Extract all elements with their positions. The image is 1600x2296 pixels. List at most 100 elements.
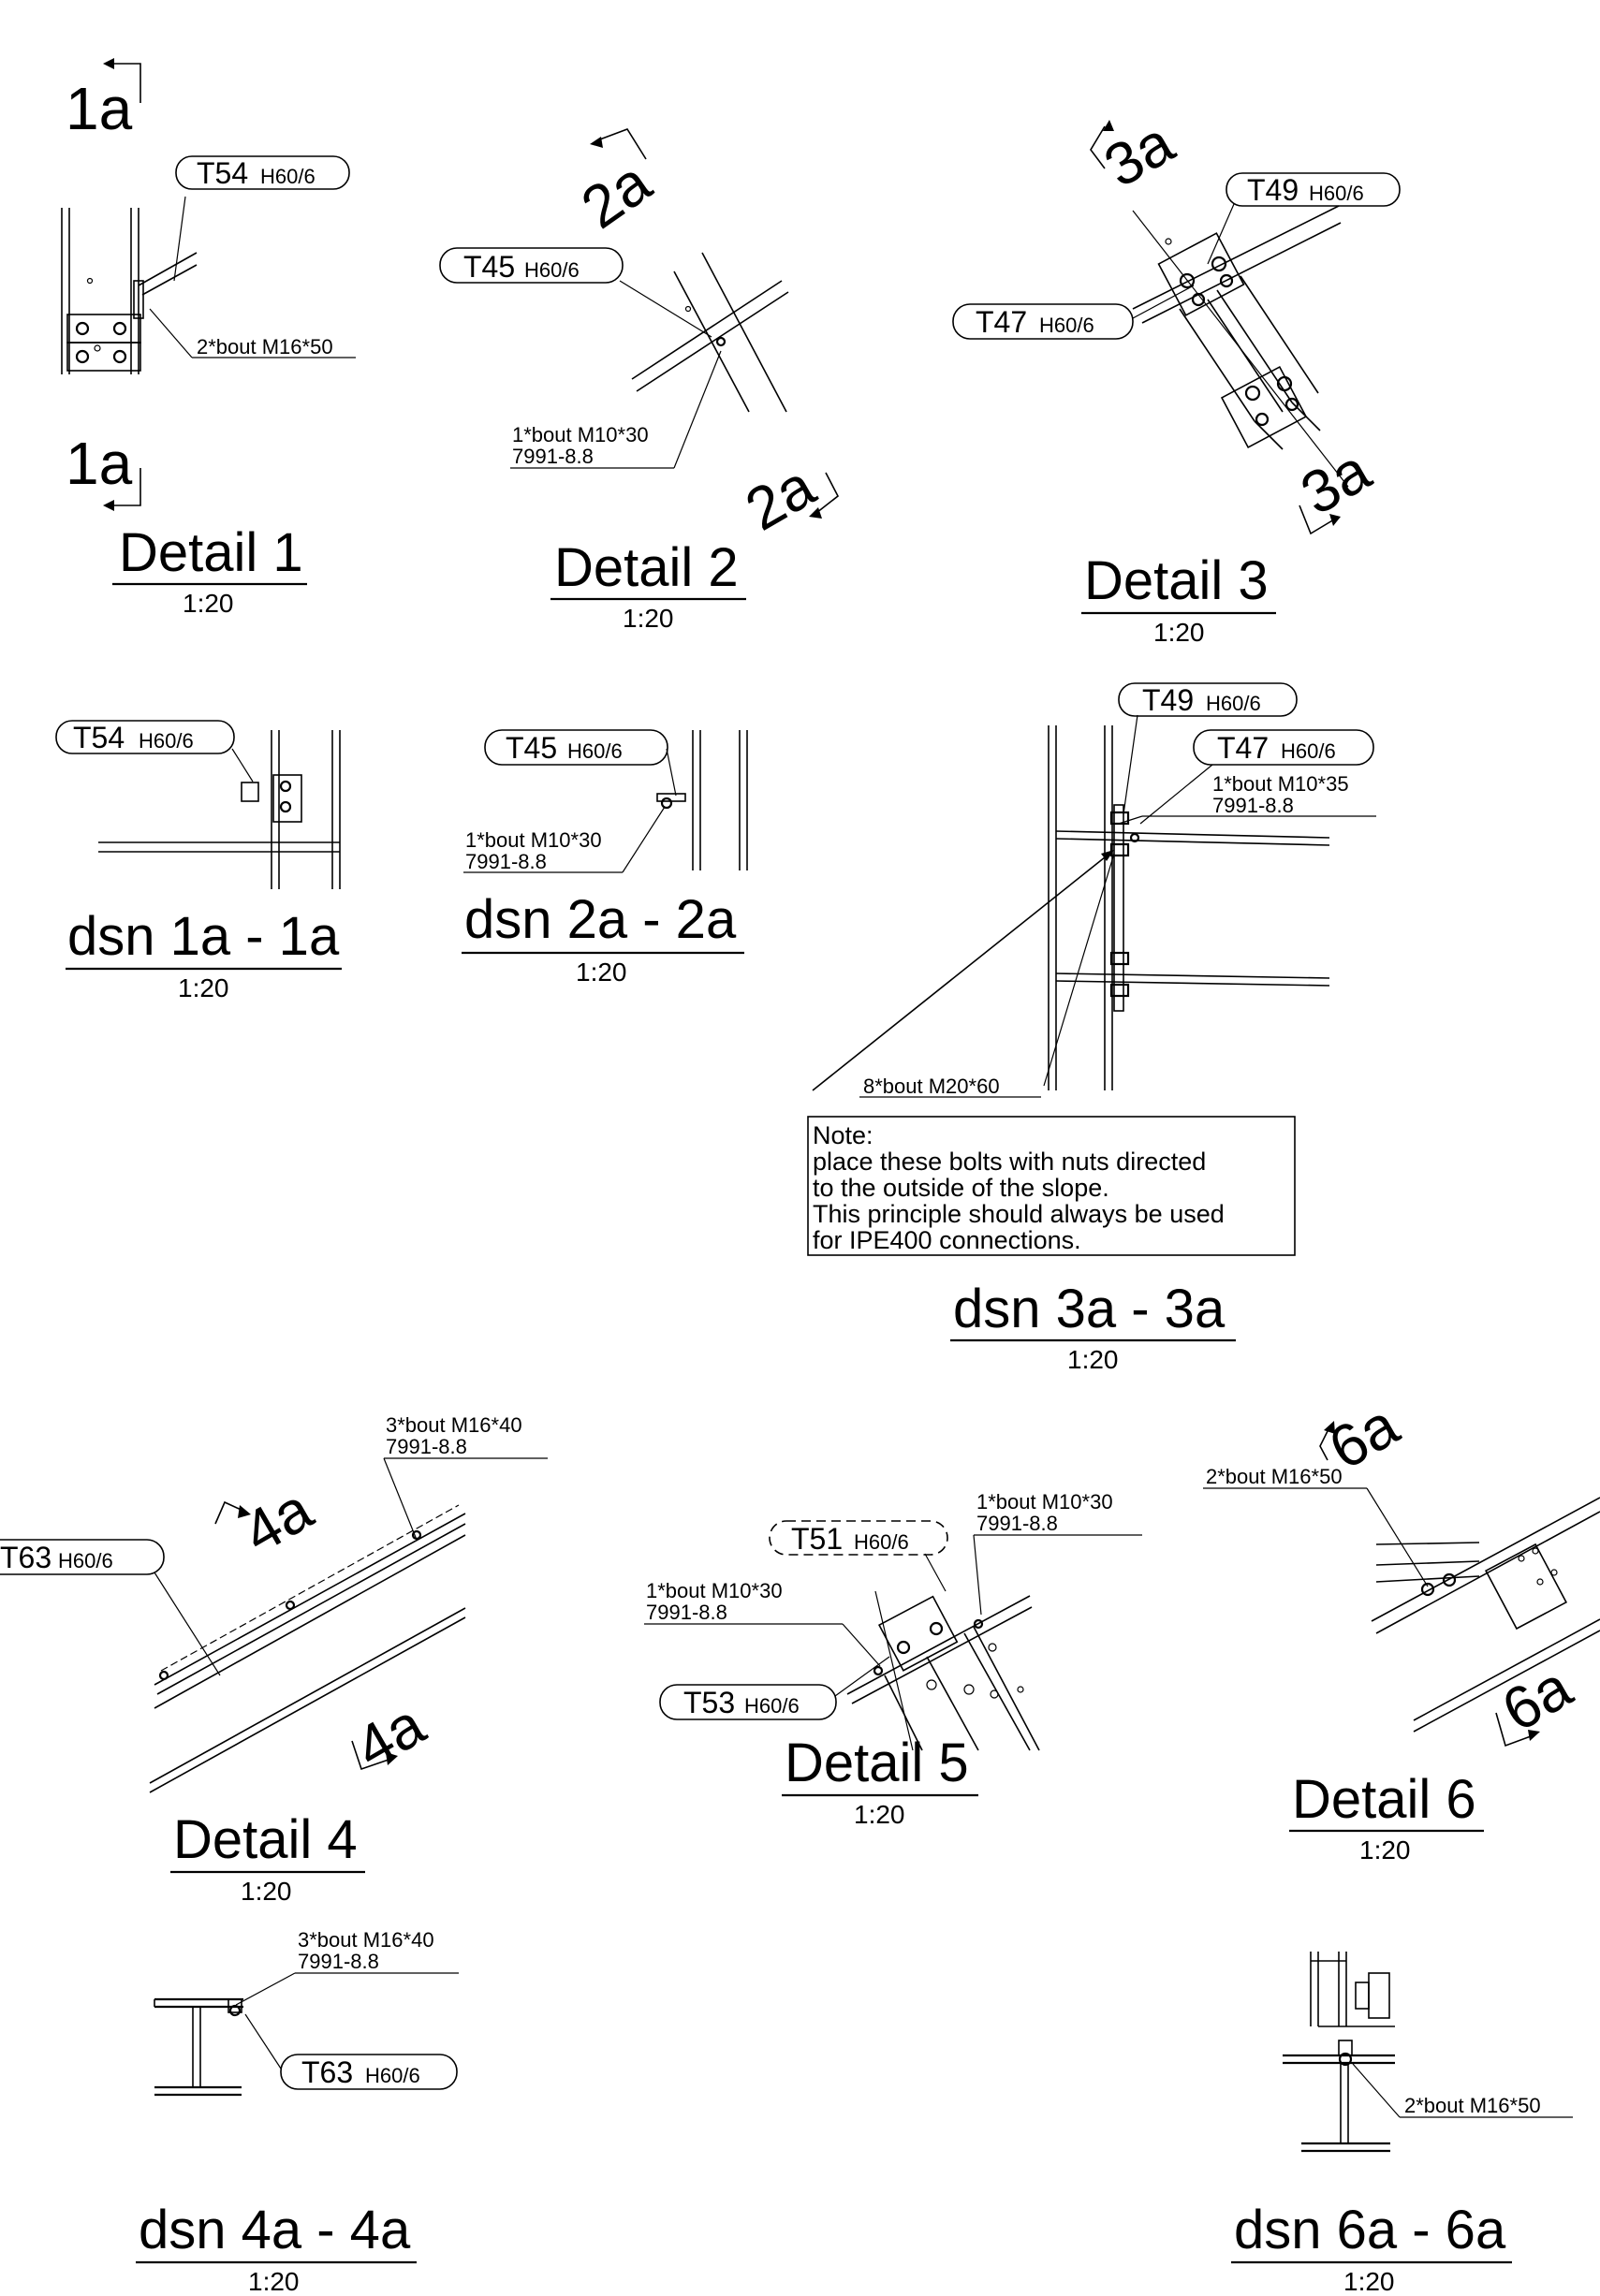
tag-T45-s2-id: T45 bbox=[506, 731, 557, 765]
section-1a-scale: 1:20 bbox=[178, 973, 229, 1002]
tag-T54-s1-id: T54 bbox=[73, 721, 125, 754]
tag-T51-id: T51 bbox=[791, 1522, 843, 1556]
detail-1-title: Detail 1 bbox=[119, 522, 303, 583]
section-marker-4a-bottom: 4a bbox=[345, 1690, 436, 1782]
tag-T45-id: T45 bbox=[463, 250, 515, 284]
tag-T47-s3-id: T47 bbox=[1217, 731, 1269, 765]
tag-T47-s3-grade: H60/6 bbox=[1281, 739, 1336, 763]
tag-T53-id: T53 bbox=[683, 1686, 735, 1719]
tag-T63-s4-grade: H60/6 bbox=[365, 2064, 420, 2087]
detail-4: 3*bout M16*40 7991-8.8 4a T63 H60/6 4a D… bbox=[0, 1413, 548, 1906]
detail-6: 6a 2*bout M16*50 6a Detail 6 1:20 bbox=[1203, 1391, 1600, 1865]
detail-5-title: Detail 5 bbox=[785, 1733, 969, 1793]
tag-T63-d4-id: T63 bbox=[0, 1541, 51, 1574]
bolt-label-s2-2: 7991-8.8 bbox=[465, 850, 547, 873]
tag-T45-s2 bbox=[484, 729, 668, 766]
tag-T45 bbox=[439, 247, 624, 284]
detail-6-title: Detail 6 bbox=[1292, 1769, 1476, 1830]
section-1a: T54 H60/6 dsn 1a - 1a 1:20 bbox=[55, 720, 342, 1002]
tag-T45-grade: H60/6 bbox=[524, 258, 580, 282]
section-6a-title: dsn 6a - 6a bbox=[1234, 2200, 1506, 2260]
bolt-label-d5-a2: 7991-8.8 bbox=[976, 1512, 1058, 1535]
tag-T51-grade: H60/6 bbox=[854, 1530, 909, 1554]
detail-5: 1*bout M10*30 7991-8.8 T51 H60/6 1*bout … bbox=[644, 1490, 1142, 1829]
section-marker-2a-bottom: 2a bbox=[734, 451, 826, 543]
tag-T49-d3 bbox=[1226, 172, 1401, 207]
bolt-label-s3-1: 1*bout M10*35 bbox=[1212, 772, 1349, 796]
detail-3-scale: 1:20 bbox=[1153, 618, 1205, 647]
detail-4-scale: 1:20 bbox=[241, 1877, 292, 1906]
detail-1-scale: 1:20 bbox=[183, 589, 234, 618]
bolt-label-s6: 2*bout M16*50 bbox=[1404, 2094, 1541, 2117]
detail-2-title: Detail 2 bbox=[554, 537, 739, 598]
section-2a-scale: 1:20 bbox=[576, 958, 627, 987]
tag-T63-d4-grade: H60/6 bbox=[58, 1549, 113, 1572]
tag-T54-s1-grade: H60/6 bbox=[139, 729, 194, 753]
tag-T49-d3-id: T49 bbox=[1247, 173, 1299, 207]
section-4a-scale: 1:20 bbox=[248, 2267, 300, 2296]
tag-T63-s4 bbox=[280, 2054, 458, 2090]
tag-T54 bbox=[175, 155, 350, 190]
tag-T54-s1 bbox=[55, 720, 235, 754]
bolt-label-s2-1: 1*bout M10*30 bbox=[465, 828, 602, 852]
section-4a: 3*bout M16*40 7991-8.8 T63 H60/6 dsn 4a … bbox=[136, 1928, 459, 2296]
section-2a-title: dsn 2a - 2a bbox=[464, 889, 737, 950]
tag-T49-s3-id: T49 bbox=[1142, 683, 1194, 717]
bolt-label-d2-2: 7991-8.8 bbox=[512, 445, 594, 468]
bolt-label-d4-1: 3*bout M16*40 bbox=[386, 1413, 522, 1437]
note-line-2: place these bolts with nuts directed bbox=[813, 1148, 1206, 1176]
detail-2-scale: 1:20 bbox=[623, 604, 674, 633]
section-marker-4a-top: 4a bbox=[232, 1475, 324, 1567]
detail-2: 2a T45 H60/6 1*bout M10*30 7991-8.8 2a D… bbox=[439, 128, 840, 633]
section-2a: T45 H60/6 1*bout M10*30 7991-8.8 dsn 2a … bbox=[462, 729, 748, 987]
note-box bbox=[807, 1116, 1296, 1256]
tag-T49-s3 bbox=[1118, 682, 1298, 717]
bolt-label-d2-1: 1*bout M10*30 bbox=[512, 423, 649, 446]
detail-1: 1a T54 H60/6 2*bout M16*50 1a Detail 1 1… bbox=[61, 58, 356, 618]
detail-5-scale: 1:20 bbox=[854, 1800, 905, 1829]
note-line-3: to the outside of the slope. bbox=[813, 1174, 1109, 1202]
section-3a: T49 H60/6 T47 H60/6 1*bout M10*35 7991-8… bbox=[807, 682, 1376, 1374]
tag-T54-id: T54 bbox=[197, 156, 248, 190]
bolt-label-d5-b2: 7991-8.8 bbox=[646, 1601, 727, 1624]
note-line-5: for IPE400 connections. bbox=[813, 1226, 1081, 1254]
tag-T51 bbox=[769, 1520, 948, 1556]
tag-T63-d4 bbox=[0, 1539, 165, 1575]
tag-T63-s4-id: T63 bbox=[301, 2055, 353, 2089]
section-1a-title: dsn 1a - 1a bbox=[67, 906, 340, 967]
bolt-label-s3-3: 8*bout M20*60 bbox=[863, 1075, 1000, 1098]
bolt-label-s4-2: 7991-8.8 bbox=[298, 1950, 379, 1973]
bolt-label-d6: 2*bout M16*50 bbox=[1206, 1465, 1343, 1488]
section-marker-1a-top: 1a bbox=[66, 75, 133, 142]
note-line-4: This principle should always be used bbox=[813, 1200, 1225, 1228]
bolt-label-d4-2: 7991-8.8 bbox=[386, 1435, 467, 1458]
tag-T53 bbox=[659, 1684, 837, 1720]
tag-T53-grade: H60/6 bbox=[744, 1694, 800, 1718]
section-marker-2a-top: 2a bbox=[569, 148, 663, 241]
detail-4-title: Detail 4 bbox=[173, 1809, 358, 1870]
section-6a: 2*bout M16*50 dsn 6a - 6a 1:20 bbox=[1231, 1952, 1573, 2296]
bolt-label-s4-1: 3*bout M16*40 bbox=[298, 1928, 434, 1952]
bolt-label-d1: 2*bout M16*50 bbox=[197, 335, 333, 358]
tag-T47-d3-grade: H60/6 bbox=[1039, 314, 1094, 337]
section-4a-title: dsn 4a - 4a bbox=[139, 2200, 411, 2260]
detail-6-scale: 1:20 bbox=[1359, 1835, 1411, 1865]
tag-T54-grade: H60/6 bbox=[260, 165, 316, 188]
detail-3-title: Detail 3 bbox=[1084, 550, 1269, 611]
tag-T49-s3-grade: H60/6 bbox=[1206, 692, 1261, 715]
bolt-label-s3-2: 7991-8.8 bbox=[1212, 794, 1294, 817]
tag-T47-d3-id: T47 bbox=[976, 305, 1027, 339]
bolt-label-d5-a1: 1*bout M10*30 bbox=[976, 1490, 1113, 1514]
section-marker-1a-bottom: 1a bbox=[66, 430, 133, 497]
section-3a-scale: 1:20 bbox=[1067, 1345, 1119, 1374]
tag-T47-d3 bbox=[952, 303, 1134, 340]
tag-T47-s3 bbox=[1193, 729, 1374, 766]
tag-T49-d3-grade: H60/6 bbox=[1309, 182, 1364, 205]
section-6a-scale: 1:20 bbox=[1343, 2267, 1395, 2296]
section-marker-6a-bottom: 6a bbox=[1491, 1653, 1583, 1745]
detail-3: 3a T49 H60/6 T47 H60/6 3a Detail 3 1:20 bbox=[952, 109, 1401, 647]
note-line-1: Note: bbox=[813, 1121, 873, 1149]
bolt-label-d5-b1: 1*bout M10*30 bbox=[646, 1579, 783, 1602]
section-marker-3a-top: 3a bbox=[1094, 109, 1185, 200]
